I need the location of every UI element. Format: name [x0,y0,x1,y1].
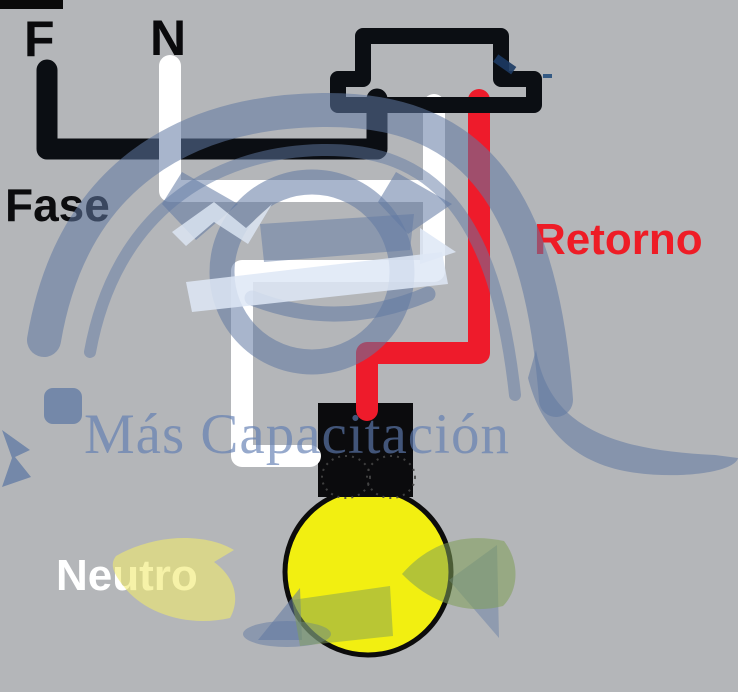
label-n: N [150,10,187,66]
label-fase: Fase [5,179,110,231]
label-f: F [24,11,55,67]
ink-smudge [493,54,552,78]
label-retorno: Retorno [534,215,703,264]
socket-dotted-detail [321,455,416,499]
top-edge-mark [0,0,63,9]
label-neutro: Neutro [56,551,198,600]
